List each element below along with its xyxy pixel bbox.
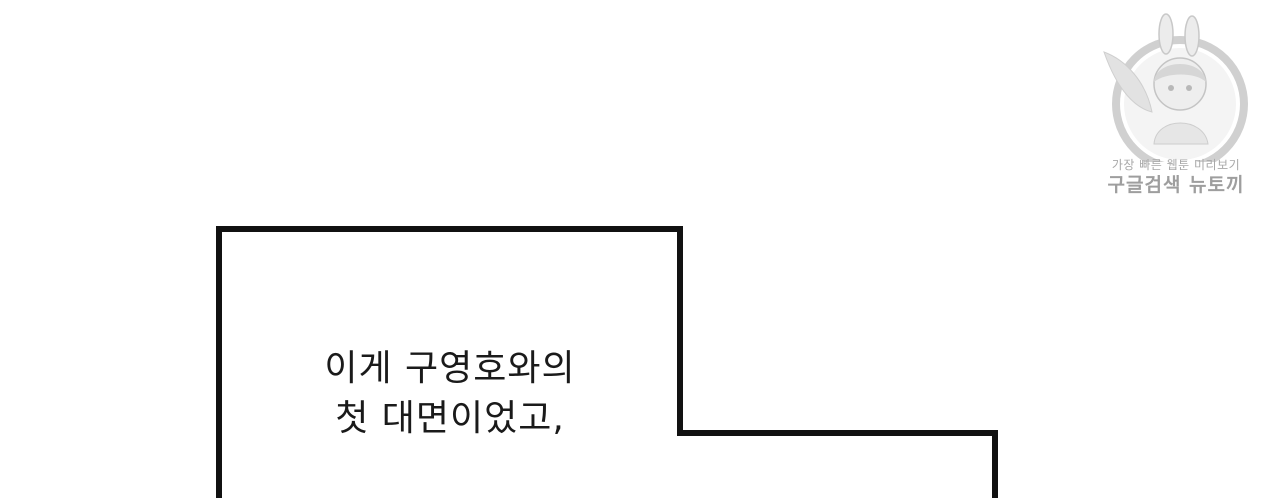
watermark-site-name: 구글검색 뉴토끼 bbox=[1107, 174, 1245, 196]
watermark: 가장 빠른 웹툰 미리보기 구글검색 뉴토끼 bbox=[1096, 12, 1266, 196]
watermark-tagline: 가장 빠른 웹툰 미리보기 bbox=[1111, 158, 1241, 172]
panel-outline bbox=[216, 226, 998, 498]
narration-line-1: 이게 구영호와의 bbox=[324, 348, 576, 389]
narration-line-2: 첫 대면이었고, bbox=[335, 398, 565, 439]
watermark-mascot-icon bbox=[1103, 13, 1248, 172]
narration-caption: 이게 구영호와의 첫 대면이었고, bbox=[270, 344, 630, 444]
